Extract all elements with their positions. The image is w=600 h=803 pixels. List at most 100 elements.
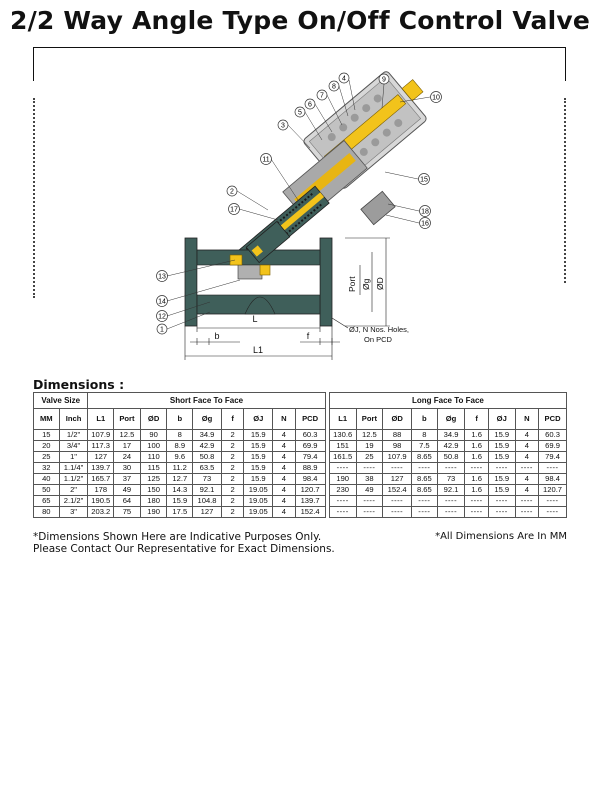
long-value-cell: 60.3 [538, 429, 567, 441]
long-value-cell: ---- [538, 462, 567, 474]
table-gap [324, 451, 330, 463]
guide-bush [360, 190, 396, 226]
dotted-guide-left [33, 98, 35, 298]
dimensions-heading: Dimensions : [33, 377, 125, 392]
size-inch-cell: 2" [58, 484, 89, 496]
long-value-cell: 1.6 [464, 484, 489, 496]
short-value-cell: 104.8 [192, 495, 222, 507]
long-col-header: N [514, 408, 540, 430]
short-value-cell: 203.2 [87, 506, 115, 518]
long-value-cell: 4 [514, 440, 540, 452]
short-value-cell: 139.7 [294, 495, 326, 507]
short-value-cell: 125 [139, 473, 168, 485]
short-value-cell: 79.4 [294, 451, 326, 463]
short-value-cell: 15.9 [243, 473, 274, 485]
short-value-cell: 60.3 [294, 429, 326, 441]
size-inch-cell: 1" [58, 451, 89, 463]
callout-bubbles: 1 2 3 4 5 6 7 8 9 10 11 12 13 14 15 16 1… [156, 72, 442, 335]
short-value-cell: 110 [139, 451, 168, 463]
size-mm-cell: 15 [33, 429, 60, 441]
table-gap [324, 408, 330, 430]
short-value-cell: 2 [220, 462, 245, 474]
svg-text:2: 2 [230, 189, 234, 196]
callout-6: 6 [304, 98, 316, 110]
short-value-cell: 88.9 [294, 462, 326, 474]
long-value-cell: 15.9 [487, 473, 516, 485]
svg-text:5: 5 [298, 110, 302, 117]
long-value-cell: 4 [514, 484, 540, 496]
size-mm-cell: 65 [33, 495, 60, 507]
size-mm-cell: 50 [33, 484, 60, 496]
indicative-note-line2: Please Contact Our Representative for Ex… [33, 543, 335, 555]
callout-17: 17 [228, 203, 240, 215]
long-value-cell: ---- [411, 506, 438, 518]
long-value-cell: ---- [355, 506, 384, 518]
callout-2: 2 [226, 185, 238, 197]
long-value-cell: 1.6 [464, 440, 489, 452]
callout-5: 5 [294, 106, 306, 118]
long-value-cell: 1.6 [464, 429, 489, 441]
long-value-cell: 98 [382, 440, 413, 452]
short-value-cell: 4 [272, 484, 296, 496]
svg-text:12: 12 [158, 314, 166, 321]
short-value-cell: 98.4 [294, 473, 326, 485]
short-col-header: ØJ [243, 408, 274, 430]
table-gap [324, 506, 330, 518]
frame-right-border [565, 47, 566, 81]
table-gap [324, 429, 330, 441]
callout-7: 7 [316, 89, 328, 101]
long-value-cell: 230 [328, 484, 357, 496]
short-value-cell: 75 [113, 506, 141, 518]
long-value-cell: 4 [514, 473, 540, 485]
table-gap [324, 392, 330, 409]
long-value-cell: 25 [355, 451, 384, 463]
short-col-header: L1 [87, 408, 115, 430]
short-value-cell: 2 [220, 440, 245, 452]
long-value-cell: 190 [328, 473, 357, 485]
table-gap [324, 440, 330, 452]
short-value-cell: 17.5 [166, 506, 194, 518]
short-value-cell: 15.9 [243, 440, 274, 452]
table-gap [324, 462, 330, 474]
dimension-labels: L b f L1 Port Øg ØD ØJ, N Nos. Holes, On… [214, 276, 409, 355]
short-value-cell: 17 [113, 440, 141, 452]
long-col-header: f [464, 408, 489, 430]
long-value-cell: 34.9 [436, 429, 466, 441]
frame-top-border [33, 47, 566, 48]
short-value-cell: 4 [272, 473, 296, 485]
long-value-cell: 50.8 [436, 451, 466, 463]
long-value-cell: 49 [355, 484, 384, 496]
long-value-cell: 1.6 [464, 473, 489, 485]
svg-text:18: 18 [421, 209, 429, 216]
short-value-cell: 19.05 [243, 484, 274, 496]
short-value-cell: 2 [220, 495, 245, 507]
short-value-cell: 8 [166, 429, 194, 441]
long-col-header: b [411, 408, 438, 430]
leader-lines [166, 79, 431, 330]
long-col-header: ØD [382, 408, 413, 430]
long-value-cell: 7.5 [411, 440, 438, 452]
short-value-cell: 178 [87, 484, 115, 496]
short-col-header: ØD [139, 408, 168, 430]
dotted-guide-right [564, 98, 566, 283]
short-value-cell: 2 [220, 506, 245, 518]
size-inch-cell: 1/2" [58, 429, 89, 441]
short-value-cell: 4 [272, 429, 296, 441]
svg-text:9: 9 [382, 77, 386, 84]
long-value-cell: 120.7 [538, 484, 567, 496]
svg-text:16: 16 [421, 221, 429, 228]
short-value-cell: 15.9 [243, 462, 274, 474]
size-inch-cell: 1.1/2" [58, 473, 89, 485]
long-value-cell: 79.4 [538, 451, 567, 463]
long-value-cell: ---- [436, 506, 466, 518]
dimensions-table: Valve Size Short Face To Face Long Face … [32, 392, 568, 518]
short-value-cell: 2 [220, 473, 245, 485]
short-col-header: Port [113, 408, 141, 430]
long-value-cell: 8.65 [411, 451, 438, 463]
long-value-cell: 15.9 [487, 484, 516, 496]
short-value-cell: 64 [113, 495, 141, 507]
page-title: 2/2 Way Angle Type On/Off Control Valve [9, 6, 591, 35]
